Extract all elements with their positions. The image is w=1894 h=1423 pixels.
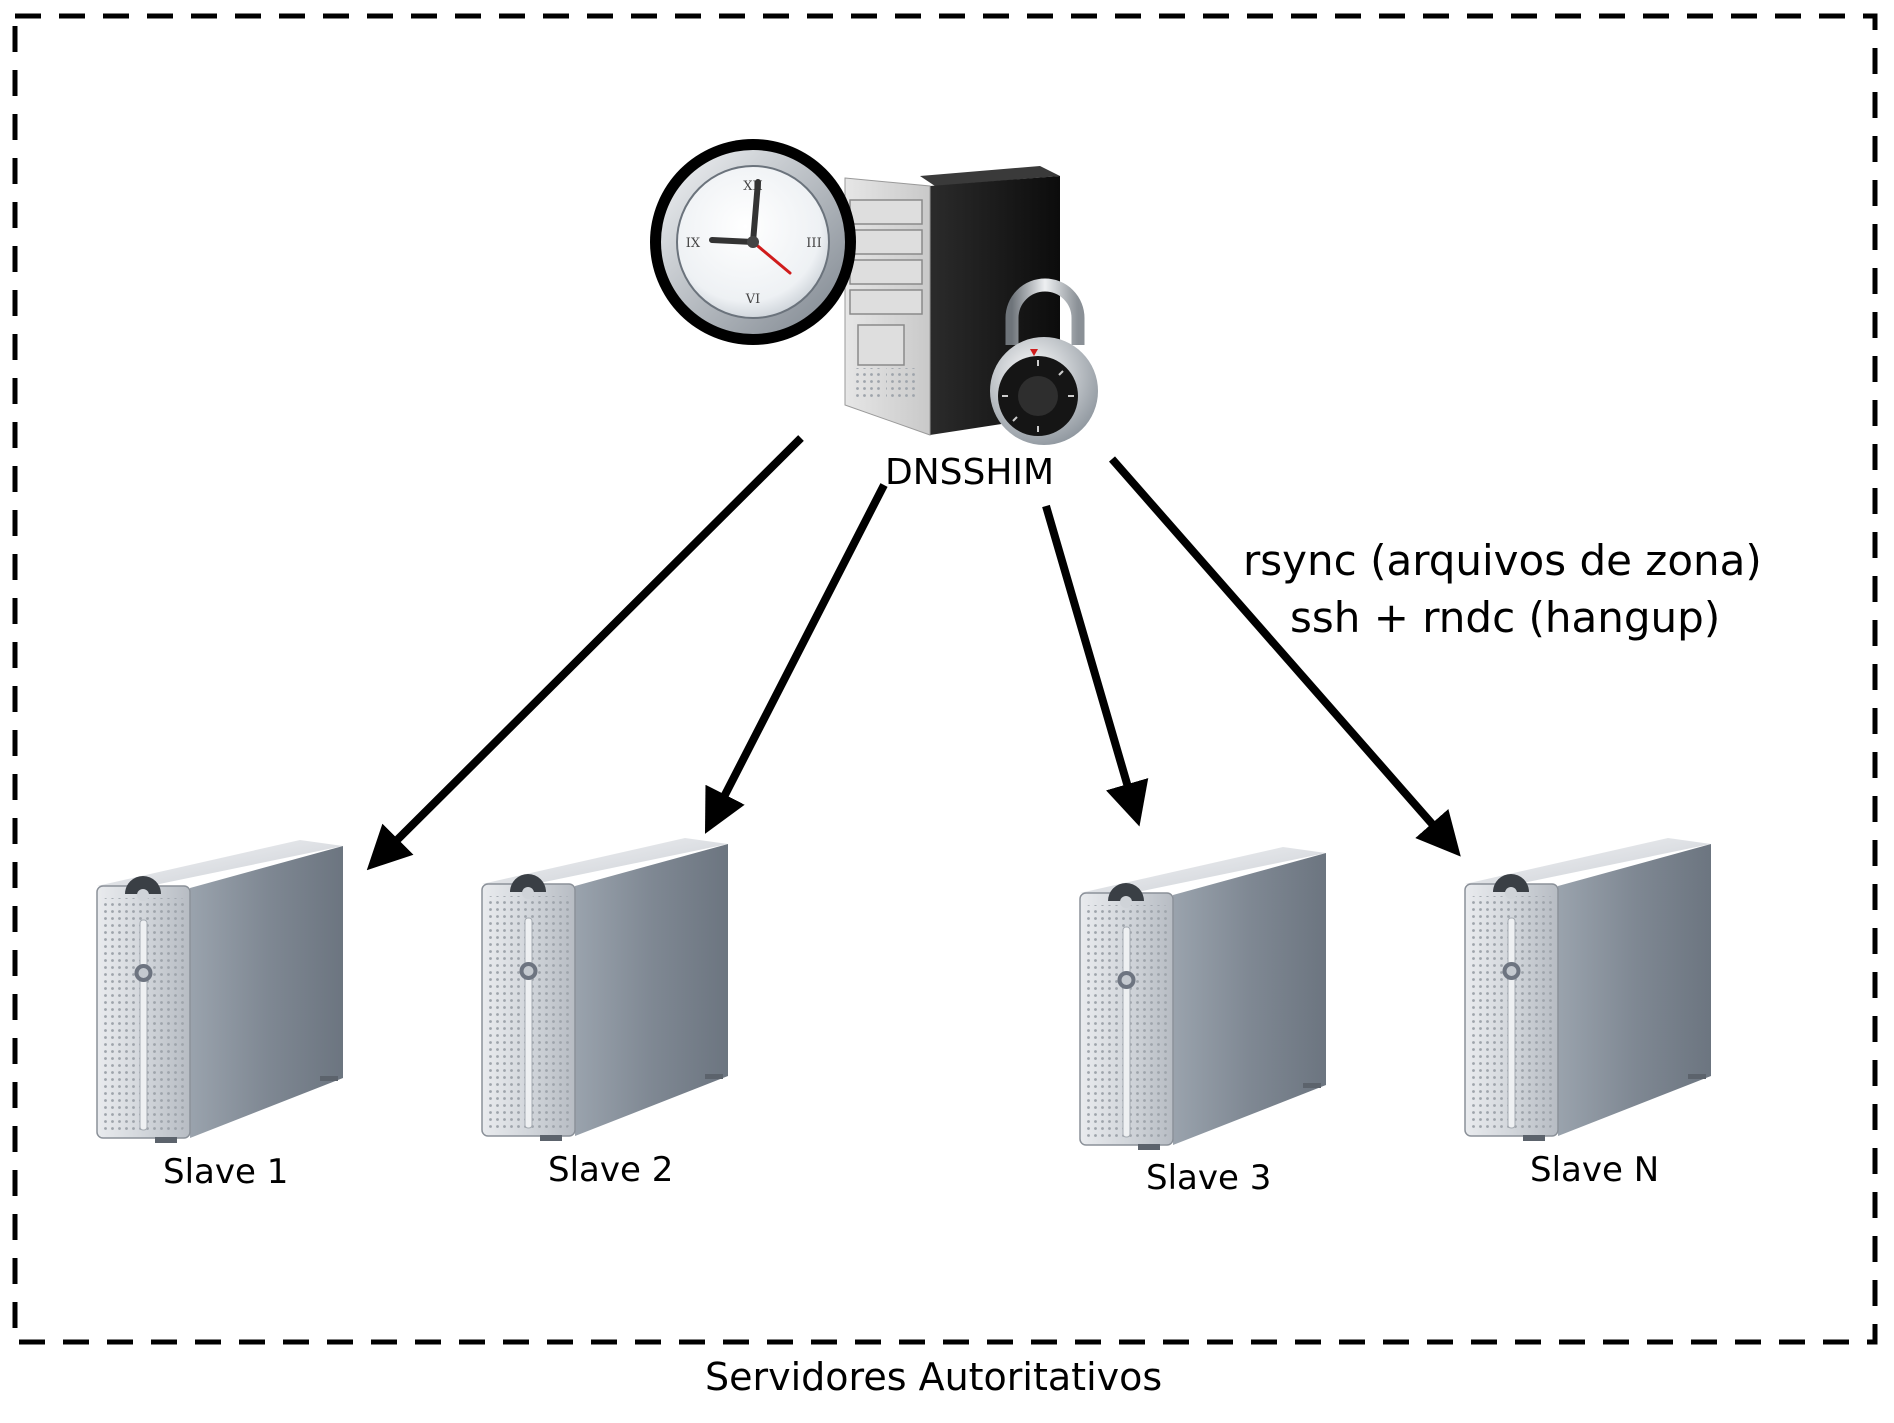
slave-n-label: Slave N	[1530, 1150, 1660, 1190]
slave-3-server-icon	[1079, 846, 1327, 1151]
slave-1-label: Slave 1	[163, 1152, 289, 1192]
clock-icon: XII III VI IX	[650, 139, 856, 345]
protocol-label-rsync: rsync (arquivos de zona)	[1243, 536, 1762, 585]
svg-text:VI: VI	[745, 292, 761, 307]
group-label: Servidores Autoritativos	[705, 1355, 1163, 1399]
svg-text:IX: IX	[686, 236, 701, 251]
slave-2-server-icon	[481, 837, 729, 1142]
arrow-to-slave-n	[1108, 456, 1461, 857]
arrow-to-slave-3	[1042, 504, 1149, 827]
protocol-label-ssh-rndc: ssh + rndc (hangup)	[1290, 593, 1721, 642]
slave-2-label: Slave 2	[548, 1150, 674, 1190]
svg-text:III: III	[806, 236, 821, 251]
slave-3-label: Slave 3	[1146, 1158, 1272, 1198]
slave-n-server-icon	[1464, 837, 1712, 1142]
arrow-to-slave-1	[366, 435, 804, 871]
slave-1-server-icon	[96, 839, 344, 1144]
arrow-to-slave-2	[704, 483, 888, 834]
dnsshim-server-icon: XII III VI IX	[650, 139, 1098, 445]
dnsshim-label: DNSSHIM	[885, 452, 1055, 493]
tower-server-icon	[844, 166, 1060, 436]
servidores-autoritativos-boundary	[12, 13, 1878, 1345]
padlock-icon	[990, 278, 1098, 445]
